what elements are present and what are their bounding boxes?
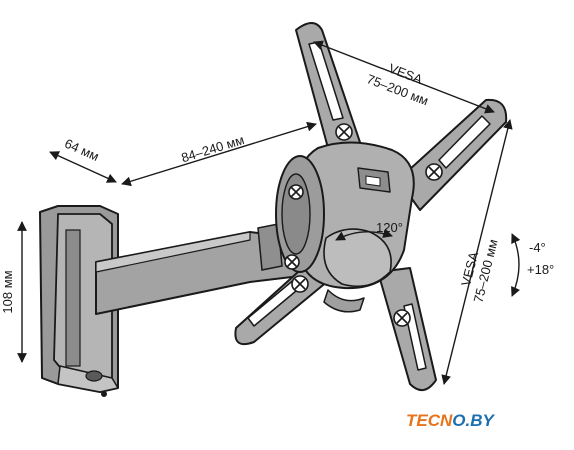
tecno-by-logo: TECNO.BY — [406, 411, 496, 430]
logo-part-2: N — [440, 411, 453, 430]
screw-icon — [335, 123, 353, 141]
svg-text:TECNO.BY: TECNO.BY — [406, 411, 496, 430]
vesa-top-arrow — [313, 40, 495, 114]
logo-part-1: TEC — [406, 411, 441, 430]
screw-icon — [288, 184, 304, 200]
dimension-lines — [17, 40, 521, 385]
logo-part-3: O.BY — [452, 411, 495, 430]
rotation-arc — [335, 228, 393, 241]
screws — [284, 123, 443, 327]
vesa-side-arrow — [441, 119, 513, 385]
rotation-label: 120° — [376, 220, 403, 235]
screw-icon — [425, 163, 443, 181]
tilt-down-label: -4° — [529, 240, 546, 255]
tilt-arc — [511, 233, 521, 297]
tilt-up-label: +18° — [527, 262, 554, 277]
screw-icon — [393, 309, 411, 327]
arm-reach-arrow — [121, 121, 317, 187]
arm-reach-label: 84–240 мм — [179, 132, 245, 165]
plate-height-label: 108 мм — [0, 270, 15, 313]
extension-arm — [95, 223, 301, 315]
screw-icon — [284, 254, 300, 270]
wall-plate — [39, 205, 119, 397]
screw-icon — [291, 275, 309, 293]
arm-depth-arrow — [49, 151, 117, 183]
